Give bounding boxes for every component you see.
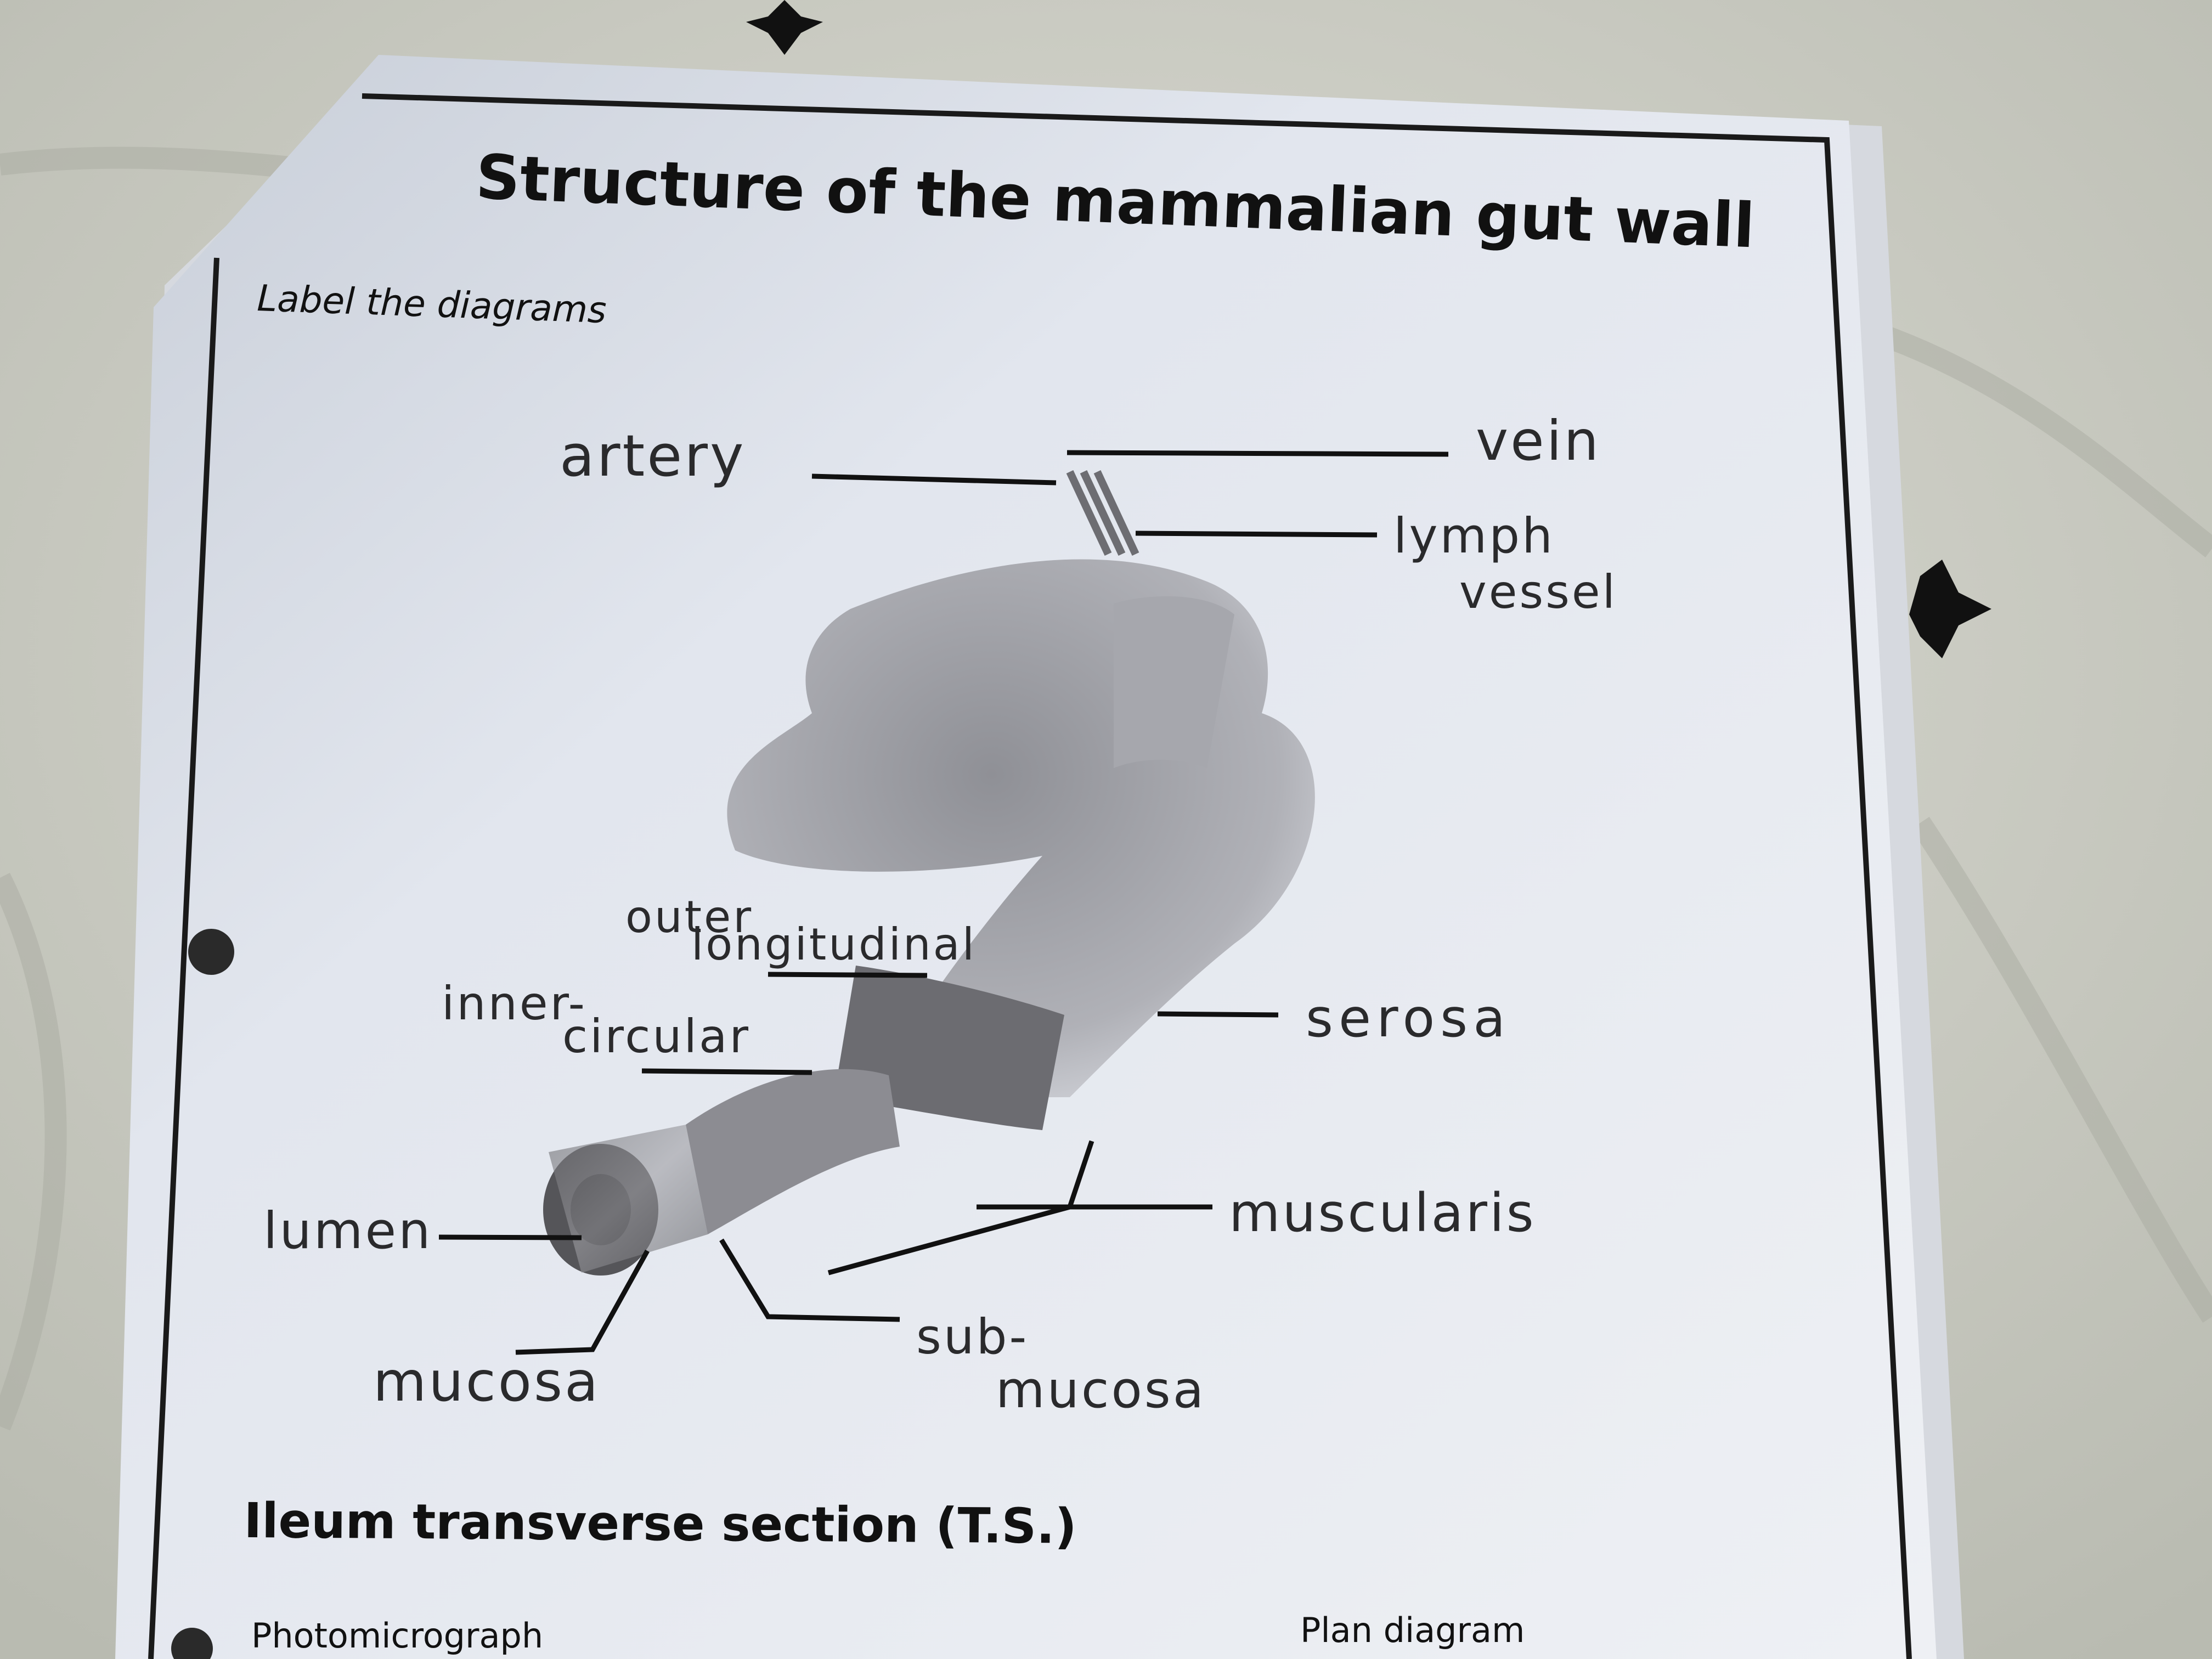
- submucosa-illustration: [686, 1069, 900, 1234]
- sheet-pattern-mark: [746, 0, 823, 55]
- label-lymph-line1: lymph: [1393, 507, 1555, 564]
- label-inner-line2: circular: [562, 1009, 751, 1063]
- label-inner-line1: inner-: [442, 977, 587, 1030]
- sheet-pattern-mark-2: [1909, 560, 1991, 658]
- label-mucosa: mucosa: [373, 1350, 601, 1414]
- label-lumen: lumen: [263, 1201, 433, 1260]
- muscle-layers-illustration: [834, 966, 1064, 1130]
- punch-hole-2: [171, 1628, 213, 1659]
- plan-diagram-caption: Plan diagram: [1300, 1610, 1525, 1650]
- label-lymph-line2: vessel: [1459, 565, 1617, 619]
- page-border-left: [148, 257, 219, 1659]
- mesentery-illustration: [1114, 596, 1234, 768]
- label-serosa: serosa: [1306, 988, 1511, 1049]
- blood-vessels-illustration: [1066, 470, 1139, 556]
- label-leader-lines: [438, 450, 1449, 1355]
- label-submucosa-line1: sub-: [916, 1308, 1029, 1365]
- label-vein: vein: [1476, 409, 1601, 473]
- label-muscularis: muscularis: [1229, 1182, 1536, 1244]
- section-heading: Ileum transverse section (T.S.): [244, 1492, 1077, 1555]
- photomicrograph-caption: Photomicrograph: [251, 1616, 544, 1656]
- label-outer-line2: longitudinal: [691, 919, 977, 970]
- page-border-top-right: [362, 93, 1912, 1659]
- label-submucosa-line2: mucosa: [996, 1361, 1206, 1419]
- label-outer-line1: outer: [625, 891, 754, 943]
- punch-hole: [188, 929, 234, 975]
- label-artery: artery: [560, 422, 746, 489]
